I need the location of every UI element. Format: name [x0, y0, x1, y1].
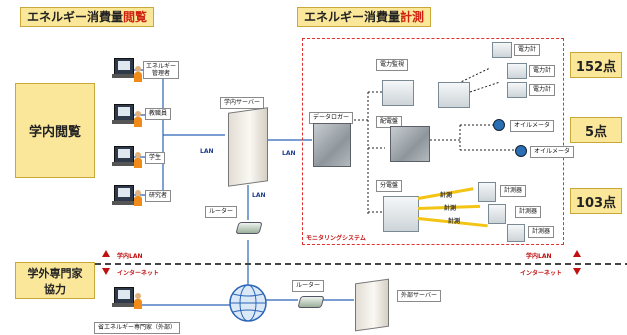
- power-meter-device: [507, 82, 527, 98]
- energy-browse-title: エネルギー消費量閲覧: [20, 7, 155, 27]
- computer-icon: [114, 58, 134, 75]
- external-router-icon: [297, 296, 325, 308]
- oil-meter-label-2: オイルメータ: [530, 146, 575, 158]
- computer-icon: [114, 287, 134, 304]
- internet-label-left: インターネット: [117, 270, 160, 277]
- person-icon: [134, 66, 142, 82]
- distribution-panel-label: 配電盤: [376, 116, 403, 128]
- bolt-label-1: 計測: [440, 192, 453, 199]
- power-meter-device: [507, 63, 527, 79]
- arrow-down-icon: [573, 268, 581, 275]
- count-power: 152点: [570, 52, 622, 78]
- user-label-line2: 管理者: [152, 70, 171, 77]
- router-label: ルーター: [205, 206, 238, 218]
- external-server-icon: [355, 278, 389, 332]
- on-campus-browse-box: 学内閲覧: [15, 83, 95, 178]
- oil-meter-label-1: オイルメータ: [510, 120, 555, 132]
- computer-base: [112, 201, 134, 205]
- router-icon: [235, 222, 263, 234]
- person-icon: [134, 152, 142, 168]
- computer-icon: [114, 146, 134, 163]
- measuring-device-label-2: 計測器: [515, 206, 542, 218]
- power-meter-device: [492, 42, 512, 58]
- distribution-panel-icon: [390, 126, 430, 162]
- user-label-energy-manager: エネルギー 管理者: [143, 61, 180, 79]
- energy-measure-title-prefix: エネルギー消費量: [304, 10, 401, 24]
- power-monitor-device-1: [382, 80, 414, 106]
- external-expert-user-label: 省エネルギー専門家（外部）: [94, 322, 181, 334]
- bolt-label-2: 計測: [444, 205, 457, 212]
- lan-label-left: LAN: [200, 148, 214, 155]
- computer-base: [112, 162, 134, 166]
- user-label-faculty: 教職員: [145, 108, 172, 120]
- person-icon: [134, 190, 142, 206]
- computer-icon: [114, 185, 134, 202]
- count-panel: 103点: [570, 188, 622, 214]
- user-label-researcher: 研究者: [145, 190, 172, 202]
- energy-browse-title-accent: 閲覧: [123, 10, 148, 24]
- user-label-line1: エネルギー: [146, 63, 177, 70]
- computer-base: [112, 74, 134, 78]
- user-label-student: 学生: [145, 152, 166, 164]
- external-expert-box: 学外専門家 協力: [15, 262, 95, 299]
- computer-icon: [114, 104, 134, 121]
- panel-board-label: 分電盤: [376, 180, 403, 192]
- measuring-device: [507, 224, 525, 242]
- lan-label-down: LAN: [252, 192, 266, 199]
- oil-meter-icon: [493, 119, 505, 131]
- power-monitor-label: 電力監視: [376, 59, 409, 71]
- bolt-label-3: 計測: [448, 218, 461, 225]
- arrow-up-icon: [102, 250, 110, 257]
- external-expert-label-line1: 学外専門家: [27, 266, 83, 280]
- campus-server-label: 学内サーバー: [220, 97, 264, 109]
- measuring-device-label-3: 計測器: [528, 226, 555, 238]
- external-expert-label-line2: 協力: [44, 282, 66, 296]
- power-meter-label-2: 電力計: [529, 65, 556, 77]
- panel-board-icon: [383, 196, 419, 232]
- campus-server-icon: [228, 107, 268, 187]
- energy-measure-title-accent: 計測: [400, 10, 425, 24]
- power-meter-label-1: 電力計: [514, 44, 541, 56]
- power-monitor-device-2: [438, 82, 470, 108]
- campus-lan-label-left: 学内LAN: [117, 253, 143, 260]
- person-icon: [134, 293, 142, 309]
- lan-label-right: LAN: [282, 150, 296, 157]
- monitoring-system-frame: [302, 38, 564, 245]
- campus-lan-label-right: 学内LAN: [526, 253, 552, 260]
- external-server-label: 外部サーバー: [397, 290, 441, 302]
- internet-label-right: インターネット: [520, 270, 563, 277]
- person-icon: [134, 111, 142, 127]
- measuring-device: [488, 204, 506, 224]
- oil-meter-icon: [515, 145, 527, 157]
- power-meter-label-3: 電力計: [529, 84, 556, 96]
- measuring-device: [478, 182, 496, 202]
- count-oil: 5点: [570, 117, 622, 143]
- energy-browse-title-prefix: エネルギー消費量: [27, 10, 124, 24]
- measuring-device-label-1: 計測器: [500, 185, 527, 197]
- monitoring-system-label: モニタリングシステム: [306, 235, 366, 242]
- internet-globe-icon: [229, 284, 267, 322]
- computer-base: [112, 120, 134, 124]
- computer-base: [112, 303, 134, 307]
- external-router-label: ルーター: [292, 280, 325, 292]
- arrow-down-icon: [102, 268, 110, 275]
- data-logger-icon: [313, 123, 351, 167]
- arrow-up-icon: [573, 250, 581, 257]
- on-campus-browse-label: 学内閲覧: [28, 125, 81, 140]
- energy-measure-title: エネルギー消費量計測: [297, 7, 432, 27]
